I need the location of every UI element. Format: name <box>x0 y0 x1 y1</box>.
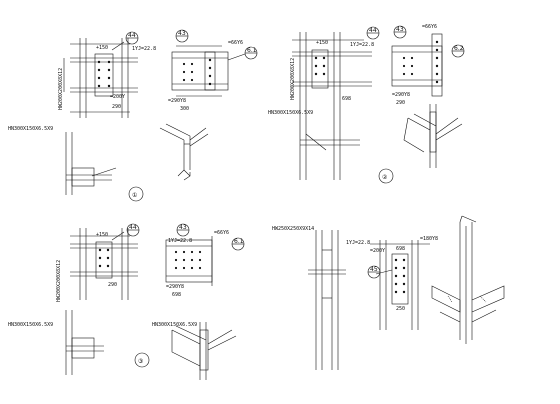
detail-b-callout-43-text: 43 <box>396 26 404 33</box>
detail-d-column-elevation <box>308 230 346 370</box>
detail-c-side-view <box>165 236 213 286</box>
detail-a-dim-3: =200Y <box>110 94 126 100</box>
detail-a-callout-43 <box>175 29 189 43</box>
detail-c-section-mark-text: ③ <box>138 358 143 365</box>
detail-a-dim-7: 300 <box>180 106 190 112</box>
detail-a-dim-2: 1YJ=22.8 <box>132 46 157 52</box>
detail-b-callout-62-text: 6.2 <box>454 45 464 52</box>
detail-d-dim-2: =200Y <box>370 248 386 254</box>
detail-c-beam-size: HN300X150X6.5X9 <box>8 322 54 328</box>
detail-a-section-mark-text: ① <box>132 192 137 199</box>
detail-c-callout-43-text: 43 <box>179 224 187 231</box>
detail-b-section-mark <box>378 168 394 184</box>
detail-d-section-size: HW250X250X9X14 <box>272 226 315 232</box>
detail-b-callout-43 <box>393 25 407 39</box>
detail-d-callout-45-text: 45 <box>370 266 378 273</box>
detail-c-dim-2: 1YJ=22.8 <box>168 238 193 244</box>
detail-c-callout-61-text: 6.1 <box>234 238 244 245</box>
detail-b-callout-44-text: 44 <box>369 27 377 34</box>
detail-c-section <box>65 310 104 375</box>
detail-a-callout-43-text: 43 <box>178 30 186 37</box>
detail-a-dim-6: 290 <box>112 104 122 110</box>
detail-b-dim-4: =66Y6 <box>422 24 438 30</box>
detail-d-3d-joint <box>431 215 505 344</box>
detail-c-3d-joint <box>171 322 237 380</box>
detail-c-section-mark <box>134 352 150 368</box>
detail-b-3d-joint <box>403 104 463 168</box>
detail-c-dim-4: =66Y6 <box>214 230 230 236</box>
detail-b-dim-7: 698 <box>342 96 352 102</box>
detail-b-callout-6-2 <box>451 44 465 58</box>
detail-b-beam-size: HN300X150X6.5X9 <box>268 110 314 116</box>
detail-d-callout-45 <box>367 265 381 279</box>
detail-a-callout-6-1 <box>227 46 258 61</box>
detail-c-dim-1: +150 <box>96 232 109 238</box>
detail-c-elevation <box>70 228 138 300</box>
detail-b-dim-2: 1YJ=22.8 <box>350 42 375 48</box>
detail-d-dim-4: 698 <box>396 246 406 252</box>
detail-a-dim-1: +150 <box>96 45 109 51</box>
detail-c-callout-44-text: 44 <box>129 224 137 231</box>
detail-b-elevation <box>292 32 372 180</box>
detail-a-callout-61-text: 6.1 <box>247 47 257 54</box>
detail-c-dim-6: 290 <box>108 282 118 288</box>
detail-b-callout-44 <box>366 26 380 40</box>
detail-c-beam-size-2: HN300X150X6.5X9 <box>152 322 198 328</box>
detail-a-section-size: HW200X200X8X12 <box>58 67 64 110</box>
detail-c-callout-43 <box>176 223 190 237</box>
detail-a-section <box>65 132 117 195</box>
detail-a-bolt-group <box>97 60 111 88</box>
detail-c-dim-5: =290Y8 <box>166 284 185 290</box>
detail-d-connection-view <box>370 240 430 330</box>
detail-b-side-view <box>391 33 443 97</box>
detail-a-side-view <box>171 45 229 97</box>
detail-a-3d-joint <box>159 123 209 181</box>
detail-b-section-mark-text: ② <box>382 174 388 181</box>
detail-a-callout-44-text: 44 <box>128 32 136 39</box>
detail-b-dim-6: 290 <box>396 100 406 106</box>
detail-a-beam-size: HN300X150X6.5X9 <box>8 126 54 132</box>
detail-c-callout-6-1 <box>231 237 245 251</box>
detail-a-dim-4: =66Y6 <box>228 40 244 46</box>
detail-d-dim-3: =180Y8 <box>420 236 439 242</box>
detail-d-dim-5: 250 <box>396 306 406 312</box>
detail-b-section-size: HW200X200X8X12 <box>290 57 296 100</box>
detail-a-elevation <box>63 38 138 118</box>
detail-a-dim-5: =290Y8 <box>168 98 187 104</box>
detail-c-dim-7: 698 <box>172 292 182 298</box>
detail-c-callout-44 <box>126 223 140 237</box>
detail-b-dim-1: +150 <box>316 40 329 46</box>
detail-a-section-mark <box>128 186 144 202</box>
detail-a-callout-44 <box>125 31 139 45</box>
detail-b-dim-5: =290Y8 <box>392 92 411 98</box>
detail-d-dim-1: 1YJ=22.8 <box>346 240 371 246</box>
detail-c-section-size: HW200X200X8X12 <box>56 259 62 302</box>
